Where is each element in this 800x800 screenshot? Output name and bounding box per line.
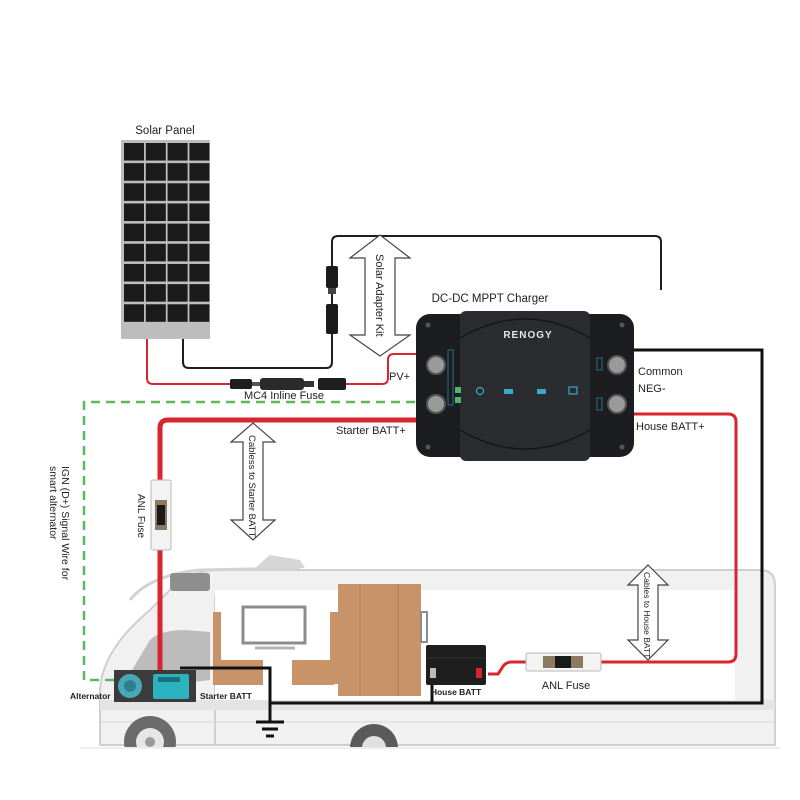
solar-cell xyxy=(167,143,188,161)
solar-cell xyxy=(189,163,210,181)
starter-positive-wire xyxy=(157,417,430,672)
solar-cell xyxy=(167,263,188,282)
solar-cell xyxy=(189,223,210,242)
solar-cell xyxy=(167,183,188,201)
pv-terminal xyxy=(426,355,446,375)
solar-cell xyxy=(189,284,210,302)
solar-positive-wire xyxy=(146,335,232,385)
house-terminal xyxy=(607,394,627,414)
solar-cell xyxy=(189,143,210,161)
solar-cell xyxy=(145,284,166,302)
anl-fuse-starter-label: ANL Fuse xyxy=(135,494,146,539)
pv-positive-wire xyxy=(345,353,430,385)
common-label: Common xyxy=(638,366,683,378)
solar-cell xyxy=(145,223,166,242)
anl-fuse-house xyxy=(525,652,602,672)
solar-cell xyxy=(145,183,166,201)
house-cables-arrow: Cables to House BATT xyxy=(626,564,670,661)
solar-cell xyxy=(189,243,210,262)
solar-cell xyxy=(145,304,166,322)
solar-negative-wire xyxy=(182,235,662,369)
pv-plus-label: PV+ xyxy=(389,371,410,383)
solar-cell xyxy=(145,143,166,161)
solar-cell xyxy=(167,163,188,181)
alternator-label: Alternator xyxy=(70,691,111,701)
solar-cell xyxy=(189,263,210,282)
ground-icon xyxy=(256,720,284,738)
starter-cables-arrow: Cabless to Starter BATT xyxy=(229,422,277,541)
solar-cell xyxy=(167,243,188,262)
mc4-inline-fuse xyxy=(230,378,346,390)
svg-text:Cabless to Starter BATT: Cabless to Starter BATT xyxy=(246,435,257,537)
status-led-2 xyxy=(504,389,513,394)
house-batt-plus-label: House BATT+ xyxy=(636,421,705,433)
engine-bay xyxy=(114,670,196,702)
solar-panel xyxy=(121,140,210,339)
common-negative-wire xyxy=(270,348,764,705)
house-positive-wire xyxy=(600,412,738,664)
status-led-4 xyxy=(568,386,578,395)
anl-fuse-starter xyxy=(150,479,172,551)
solar-cell xyxy=(189,203,210,222)
solar-cell xyxy=(124,203,144,222)
solar-cell xyxy=(124,163,144,181)
solar-cell xyxy=(167,203,188,222)
solar-cell xyxy=(189,183,210,201)
solar-panel-label: Solar Panel xyxy=(135,125,194,137)
solar-cell xyxy=(124,223,144,242)
solar-cell xyxy=(167,304,188,322)
mc4-connector xyxy=(326,266,338,334)
starter-batt-plus-label: Starter BATT+ xyxy=(336,425,406,437)
solar-adapter-arrow: Solar Adapter Kit xyxy=(348,234,412,357)
solar-cell xyxy=(124,304,144,322)
solar-cell xyxy=(167,284,188,302)
starter-batt-label: Starter BATT xyxy=(200,691,253,701)
starter-terminal xyxy=(426,394,446,414)
solar-cell xyxy=(189,304,210,322)
renogy-logo: RENOGY xyxy=(503,330,552,341)
house-battery xyxy=(426,645,486,685)
solar-cell xyxy=(124,143,144,161)
dc-dc-mppt-charger[interactable]: RENOGY xyxy=(416,311,634,461)
charger-label: DC-DC MPPT Charger xyxy=(432,293,549,305)
status-led-3 xyxy=(537,389,546,394)
svg-text:Cables to House BATT: Cables to House BATT xyxy=(642,572,652,658)
solar-cell xyxy=(145,163,166,181)
mc4-fuse-label: MC4 Inline Fuse xyxy=(244,390,324,402)
house-batt-label: House BATT xyxy=(431,687,482,697)
signal-wire-label-1: IGN (D+) Signal Wire for xyxy=(59,466,71,581)
solar-cell xyxy=(145,263,166,282)
solar-cell xyxy=(124,284,144,302)
signal-wire-label-2: smart alternator xyxy=(47,466,59,540)
ign-signal-wire xyxy=(82,400,430,682)
solar-cell xyxy=(145,203,166,222)
starter-negative-wire xyxy=(180,666,272,722)
solar-cell xyxy=(124,263,144,282)
solar-cell xyxy=(124,243,144,262)
neg-terminal xyxy=(607,355,627,375)
anl-fuse-house-label: ANL Fuse xyxy=(542,680,591,692)
status-led-1 xyxy=(475,386,485,396)
neg-label: NEG- xyxy=(638,383,666,395)
solar-cell xyxy=(124,183,144,201)
solar-cell xyxy=(167,223,188,242)
house-fuse-to-batt-wire xyxy=(488,660,527,676)
svg-text:Solar Adapter Kit: Solar Adapter Kit xyxy=(373,254,385,337)
solar-cell xyxy=(145,243,166,262)
